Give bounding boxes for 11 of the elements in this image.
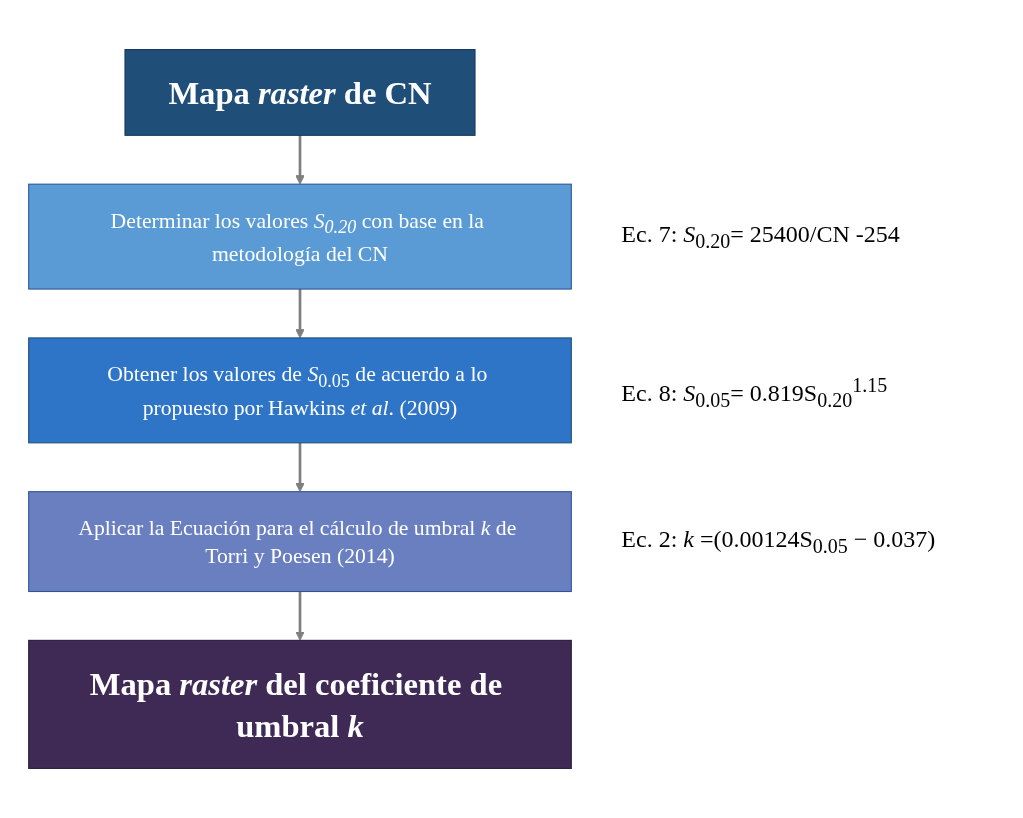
node-box: Mapa raster del coeficiente de umbral k	[28, 639, 572, 769]
equation-label: Ec. 2: k =(0.00124S$_{0.05}$ − 0.037)	[621, 525, 936, 558]
equation-label: Ec. 7: S$_{0.20}$= 25400/CN -254	[621, 220, 900, 253]
node-box: Determinar los valores S$_{0.20}$ con base en la metodología del CN	[28, 183, 572, 290]
arrow	[295, 442, 305, 493]
arrow	[295, 135, 305, 185]
node-box: Aplicar la Ecuación para el cálculo de umbral k de Torri y Poesen (2014)	[28, 491, 572, 593]
node-box: Obtener los valores de S$_{0.05}$ de acuerdo a lo propuesto por Hawkins et al. (2009)	[28, 337, 572, 444]
node-box: Mapa raster de CN	[124, 49, 476, 136]
arrow	[295, 289, 305, 339]
arrow	[295, 591, 305, 641]
